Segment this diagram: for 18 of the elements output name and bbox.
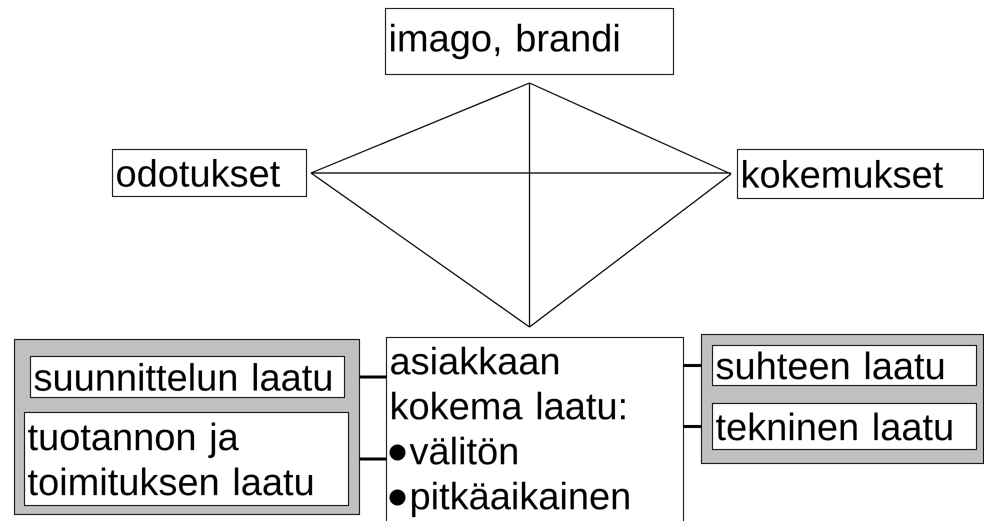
text-box: asiakkaan kokema laatu: välitön pitkäaikainen	[386, 337, 684, 521]
text-box: tekninen laatu	[712, 403, 977, 450]
connector-line	[311, 172, 731, 174]
text-box: odotukset	[112, 149, 307, 197]
connector-line	[310, 82, 530, 174]
connector-line	[360, 376, 386, 378]
connector-line	[684, 364, 701, 367]
text-box: tuotannon ja toimituksen laatu	[24, 412, 349, 506]
text-box: suhteen laatu	[712, 345, 977, 386]
text-box: suunnittelun laatu	[30, 356, 345, 398]
connector-line	[360, 458, 386, 460]
connector-line	[528, 83, 530, 327]
connector-line	[529, 174, 732, 328]
text-box: imago, brandi	[385, 8, 674, 75]
connector-line	[310, 172, 530, 328]
text-box: kokemukset	[737, 149, 984, 199]
connector-line	[529, 82, 732, 175]
connector-line	[684, 425, 701, 428]
